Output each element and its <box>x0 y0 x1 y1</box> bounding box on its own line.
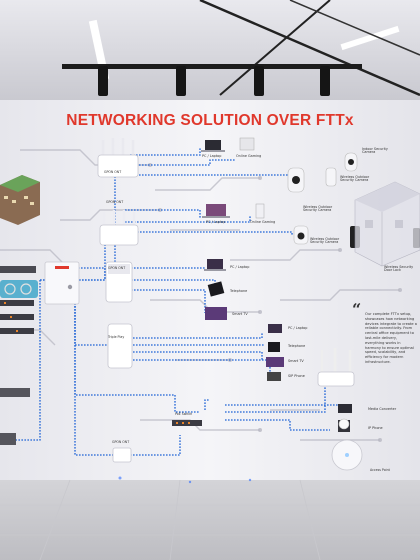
label-cam-4: Wireless Outdoor Security Camera <box>310 237 340 245</box>
sip-phone <box>267 372 281 381</box>
label-telephone-2: Telephone <box>288 344 306 348</box>
house-isometric <box>354 181 420 267</box>
label-bottom-ont: GPON ONT <box>112 440 130 444</box>
laptop-3 <box>204 259 226 271</box>
fiber-splitter-box <box>44 261 80 305</box>
media-converter <box>338 404 352 413</box>
gaming-2 <box>255 203 265 219</box>
smart-tv-1 <box>205 307 227 320</box>
label-router-top: GPON ONT <box>104 170 122 174</box>
track-rail <box>62 64 362 69</box>
floor-tiles <box>0 479 420 560</box>
label-online-gaming-2: Online Gaming <box>250 220 276 224</box>
bottom-ont <box>112 447 132 463</box>
label-cam-2: Wireless Outdoor Security Camera <box>340 175 370 183</box>
label-ont-small: GPON ONT <box>108 266 126 270</box>
spotlights <box>98 66 330 96</box>
label-pc-laptop-1: PC / Laptop <box>202 154 222 158</box>
quote-mark: “ <box>352 300 362 319</box>
laptop-1 <box>201 140 225 152</box>
blue-floor-glow <box>118 476 252 484</box>
ceiling-cable <box>219 0 331 96</box>
ceiling-cable <box>199 0 420 97</box>
label-door-lock: Wireless Security Door Lock <box>384 265 414 273</box>
small-ap <box>338 418 350 430</box>
access-point <box>331 439 363 471</box>
telephone-2 <box>268 342 280 352</box>
label-ip-phone-2: IP Phone <box>368 426 383 430</box>
light-strip <box>340 25 400 51</box>
gaming-1 <box>239 137 255 151</box>
triple-play-unit <box>107 323 133 369</box>
ceiling <box>0 0 420 100</box>
label-router-mid: GPON ONT <box>106 200 124 204</box>
label-smart-tv-1: Smart TV <box>232 312 248 316</box>
label-cam-3: Wireless Outdoor Security Camera <box>303 205 333 213</box>
label-cam-1: Indoor Security Camera <box>362 147 388 155</box>
building-illustration <box>0 175 40 225</box>
label-telephone-1: Telephone <box>230 289 248 293</box>
wall-title: NETWORKING SOLUTION OVER FTTx <box>66 112 354 129</box>
olt-equipment <box>0 266 38 445</box>
circuit-nodes <box>148 163 402 442</box>
laptop-2 <box>202 204 230 218</box>
label-smart-tv-2: Smart TV <box>288 359 304 363</box>
telephone-1 <box>207 281 225 297</box>
label-access-point: Access Point <box>370 468 390 472</box>
description-paragraph: Our complete FTTx setup, showcases how n… <box>365 312 417 364</box>
floor <box>0 480 420 560</box>
smart-tv-2 <box>266 357 284 367</box>
wifi-router-right <box>317 348 355 387</box>
label-triple-play: Triple Play <box>108 335 125 339</box>
gpon-router-top <box>97 138 139 178</box>
label-pc-laptop-3: PC / Laptop <box>230 265 250 269</box>
label-ip-phone: SIP Phone <box>288 374 305 378</box>
poe-switch <box>172 420 202 426</box>
label-pc-laptop-2: PC / Laptop <box>206 220 226 224</box>
laptop-4 <box>268 324 282 333</box>
gpon-ont-small <box>105 261 133 303</box>
label-pc-laptop-4: PC / Laptop <box>288 326 308 330</box>
gpon-router-mid <box>99 210 139 246</box>
label-media-converter: Media Converter <box>368 407 397 411</box>
label-poe-switch: PoE Switch <box>175 412 193 416</box>
label-online-gaming-1: Online Gaming <box>236 154 262 158</box>
ceiling-cable <box>289 0 420 56</box>
